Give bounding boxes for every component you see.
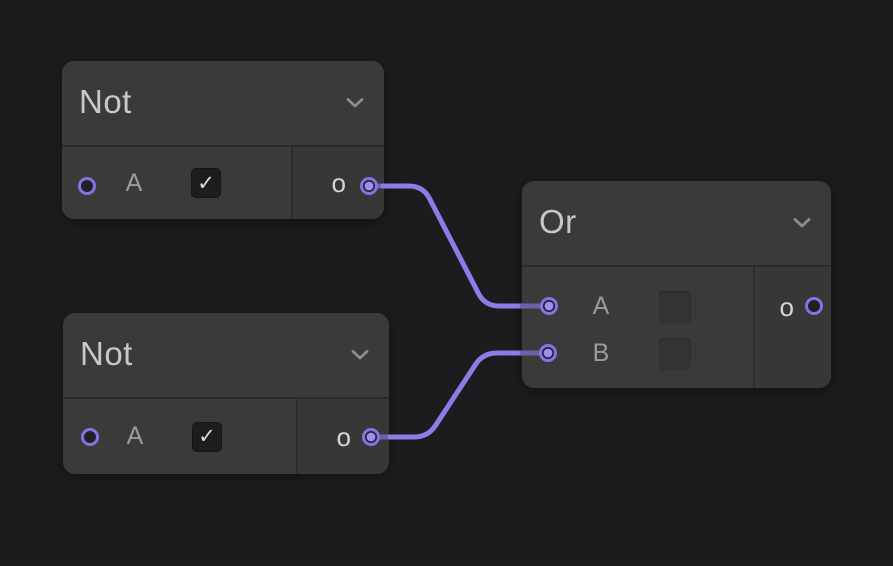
port-not2-input[interactable] <box>81 428 99 446</box>
output-label: o <box>331 168 346 198</box>
input-label: B <box>592 339 610 367</box>
chevron-down-icon[interactable] <box>350 349 370 361</box>
input-label: A <box>592 292 610 320</box>
chevron-down-icon[interactable] <box>345 97 365 109</box>
node-or-1[interactable]: Or A B o <box>522 181 831 388</box>
input-row-a: A ✓ <box>62 147 291 219</box>
inputs-section: A ✓ <box>62 147 291 219</box>
checkmark-icon: ✓ <box>197 171 215 195</box>
checkbox-input-a[interactable]: ✓ <box>192 421 222 452</box>
node-body: A ✓ o <box>63 399 389 474</box>
node-title: Not <box>79 82 132 120</box>
port-or-input-a[interactable] <box>540 297 558 315</box>
port-or-output[interactable] <box>805 297 823 315</box>
input-label: A <box>125 168 143 197</box>
port-or-input-b[interactable] <box>539 344 557 362</box>
port-not2-output[interactable] <box>362 428 380 446</box>
output-row: o <box>780 283 794 330</box>
output-label: o <box>779 291 794 322</box>
node-not-1-header[interactable]: Not <box>62 61 384 147</box>
node-title: Not <box>80 334 133 372</box>
node-title: Or <box>539 202 577 240</box>
checkmark-icon: ✓ <box>198 425 216 448</box>
outputs-section: o <box>753 267 831 388</box>
inputs-section: A B <box>522 267 753 388</box>
port-not1-input[interactable] <box>78 177 96 195</box>
output-label: o <box>336 421 351 452</box>
chevron-down-icon[interactable] <box>792 217 812 229</box>
input-row-b: B <box>522 330 753 377</box>
checkbox-input-a[interactable]: ✓ <box>191 168 221 198</box>
node-body: A ✓ o <box>62 147 384 219</box>
input-row-a: A ✓ <box>63 399 296 474</box>
value-box-input-a <box>659 290 691 323</box>
value-box-input-b <box>659 337 691 370</box>
node-not-2[interactable]: Not A ✓ o <box>63 313 389 474</box>
input-row-a: A <box>522 283 753 330</box>
inputs-section: A ✓ <box>63 399 296 474</box>
input-label: A <box>126 422 144 450</box>
port-not1-output[interactable] <box>360 177 378 195</box>
node-or-1-header[interactable]: Or <box>522 181 831 267</box>
node-not-1[interactable]: Not A ✓ o <box>62 61 384 219</box>
node-not-2-header[interactable]: Not <box>63 313 389 399</box>
node-body: A B o <box>522 267 831 388</box>
